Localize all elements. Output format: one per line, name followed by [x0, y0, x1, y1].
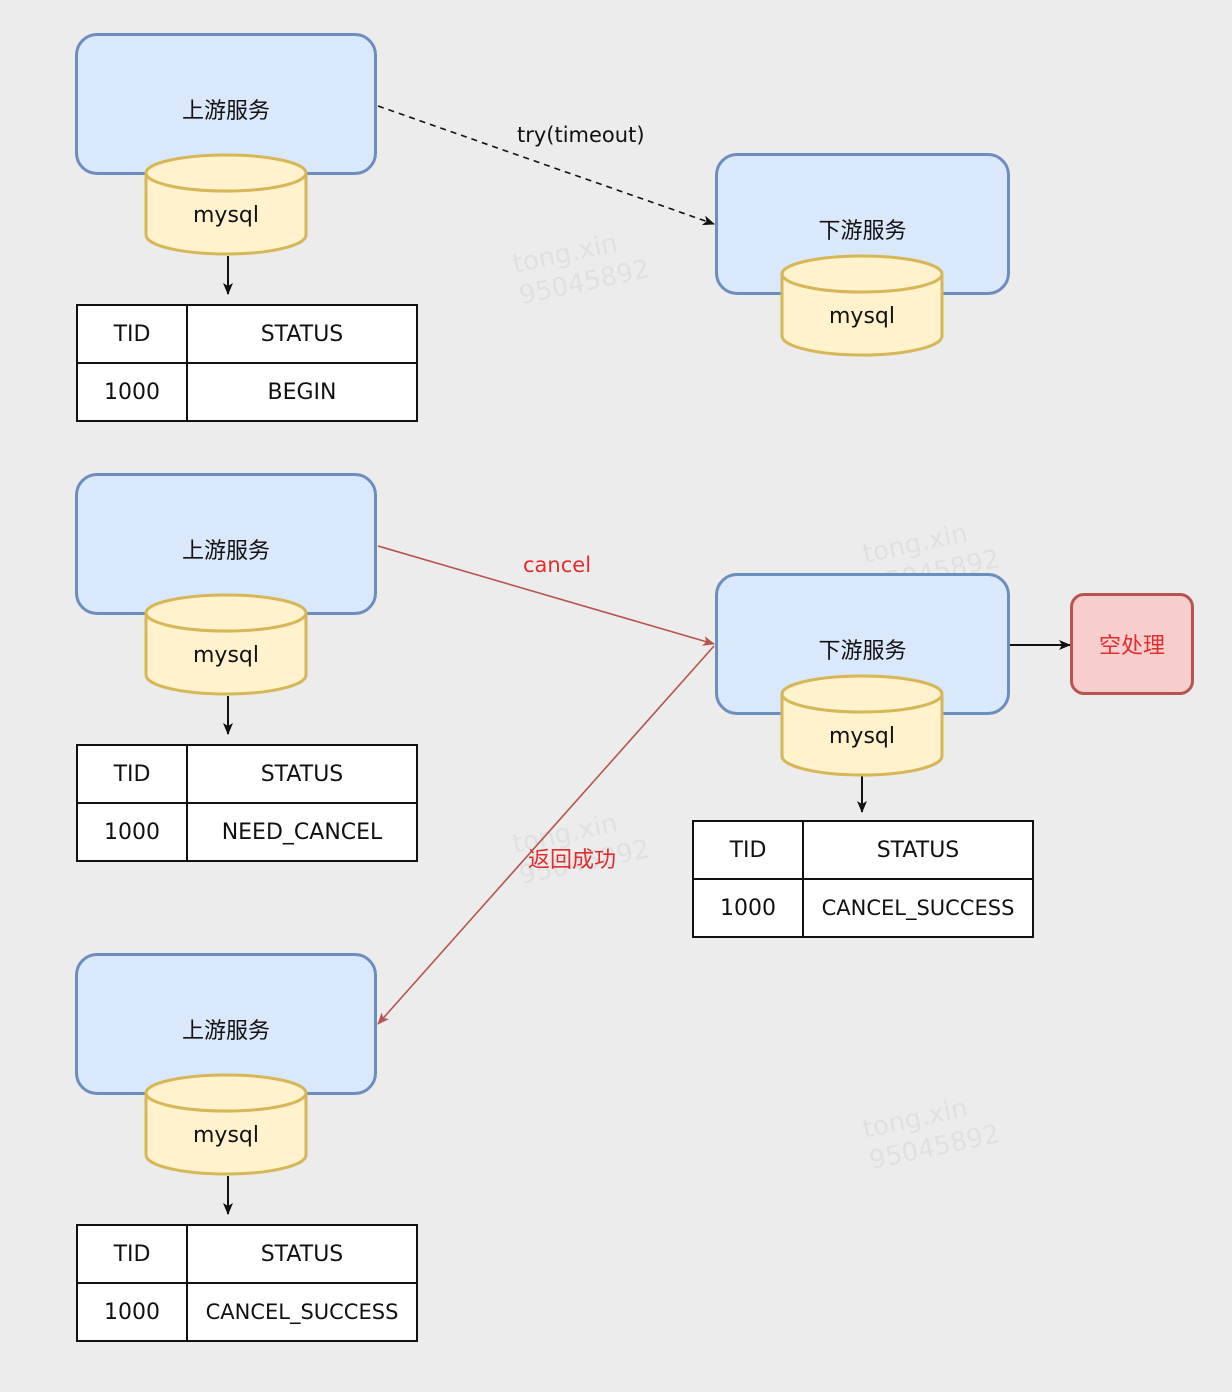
database-cylinder-icon — [144, 153, 308, 256]
table-cell-tid: 1000 — [76, 362, 188, 422]
service-name: 下游服务 — [818, 639, 907, 664]
service-name: 上游服务 — [181, 1019, 270, 1044]
db-name: mysql — [193, 203, 259, 228]
status-table: TID STATUS 1000 CANCEL_SUCCESS — [76, 1224, 418, 1342]
cancel-arrow — [377, 545, 715, 646]
table-header-tid: TID — [692, 820, 804, 880]
table-header-status: STATUS — [186, 744, 418, 804]
upstream-service[interactable]: 上游服务 — [75, 33, 377, 175]
upstream-service[interactable]: 上游服务 — [75, 473, 377, 615]
try-timeout-arrow — [377, 105, 715, 226]
table-header-status: STATUS — [186, 304, 418, 364]
table-header-tid: TID — [76, 304, 188, 364]
mysql-db: mysql — [144, 1073, 308, 1177]
table-header-status: STATUS — [802, 820, 1034, 880]
db-name: mysql — [829, 304, 895, 329]
service-name: 上游服务 — [181, 99, 270, 124]
database-cylinder-icon — [780, 674, 944, 777]
service-name: 下游服务 — [818, 219, 907, 244]
return-success-arrow — [377, 645, 715, 1025]
mysql-db: mysql — [144, 153, 308, 257]
mysql-db: mysql — [780, 254, 944, 358]
status-table: TID STATUS 1000 CANCEL_SUCCESS — [692, 820, 1034, 938]
table-cell-tid: 1000 — [692, 878, 804, 938]
status-table: TID STATUS 1000 NEED_CANCEL — [76, 744, 418, 862]
return-success-label: 返回成功 — [528, 848, 617, 873]
table-cell-status: BEGIN — [186, 362, 418, 422]
db-name: mysql — [829, 724, 895, 749]
upstream-service[interactable]: 上游服务 — [75, 953, 377, 1095]
database-cylinder-icon — [780, 254, 944, 357]
empty-handling-box[interactable]: 空处理 — [1070, 593, 1194, 695]
mysql-db: mysql — [144, 593, 308, 697]
table-cell-tid: 1000 — [76, 1282, 188, 1342]
mysql-db: mysql — [780, 674, 944, 778]
status-table: TID STATUS 1000 BEGIN — [76, 304, 418, 422]
cancel-label: cancel — [523, 553, 592, 577]
db-name: mysql — [193, 1123, 259, 1148]
table-cell-status: NEED_CANCEL — [186, 802, 418, 862]
table-cell-tid: 1000 — [76, 802, 188, 862]
table-cell-status: CANCEL_SUCCESS — [186, 1282, 418, 1342]
table-cell-status: CANCEL_SUCCESS — [802, 878, 1034, 938]
try-timeout-label: try(timeout) — [517, 123, 645, 147]
database-cylinder-icon — [144, 1073, 308, 1176]
database-cylinder-icon — [144, 593, 308, 696]
table-header-tid: TID — [76, 744, 188, 804]
db-name: mysql — [193, 643, 259, 668]
table-header-status: STATUS — [186, 1224, 418, 1284]
service-name: 上游服务 — [181, 539, 270, 564]
table-header-tid: TID — [76, 1224, 188, 1284]
